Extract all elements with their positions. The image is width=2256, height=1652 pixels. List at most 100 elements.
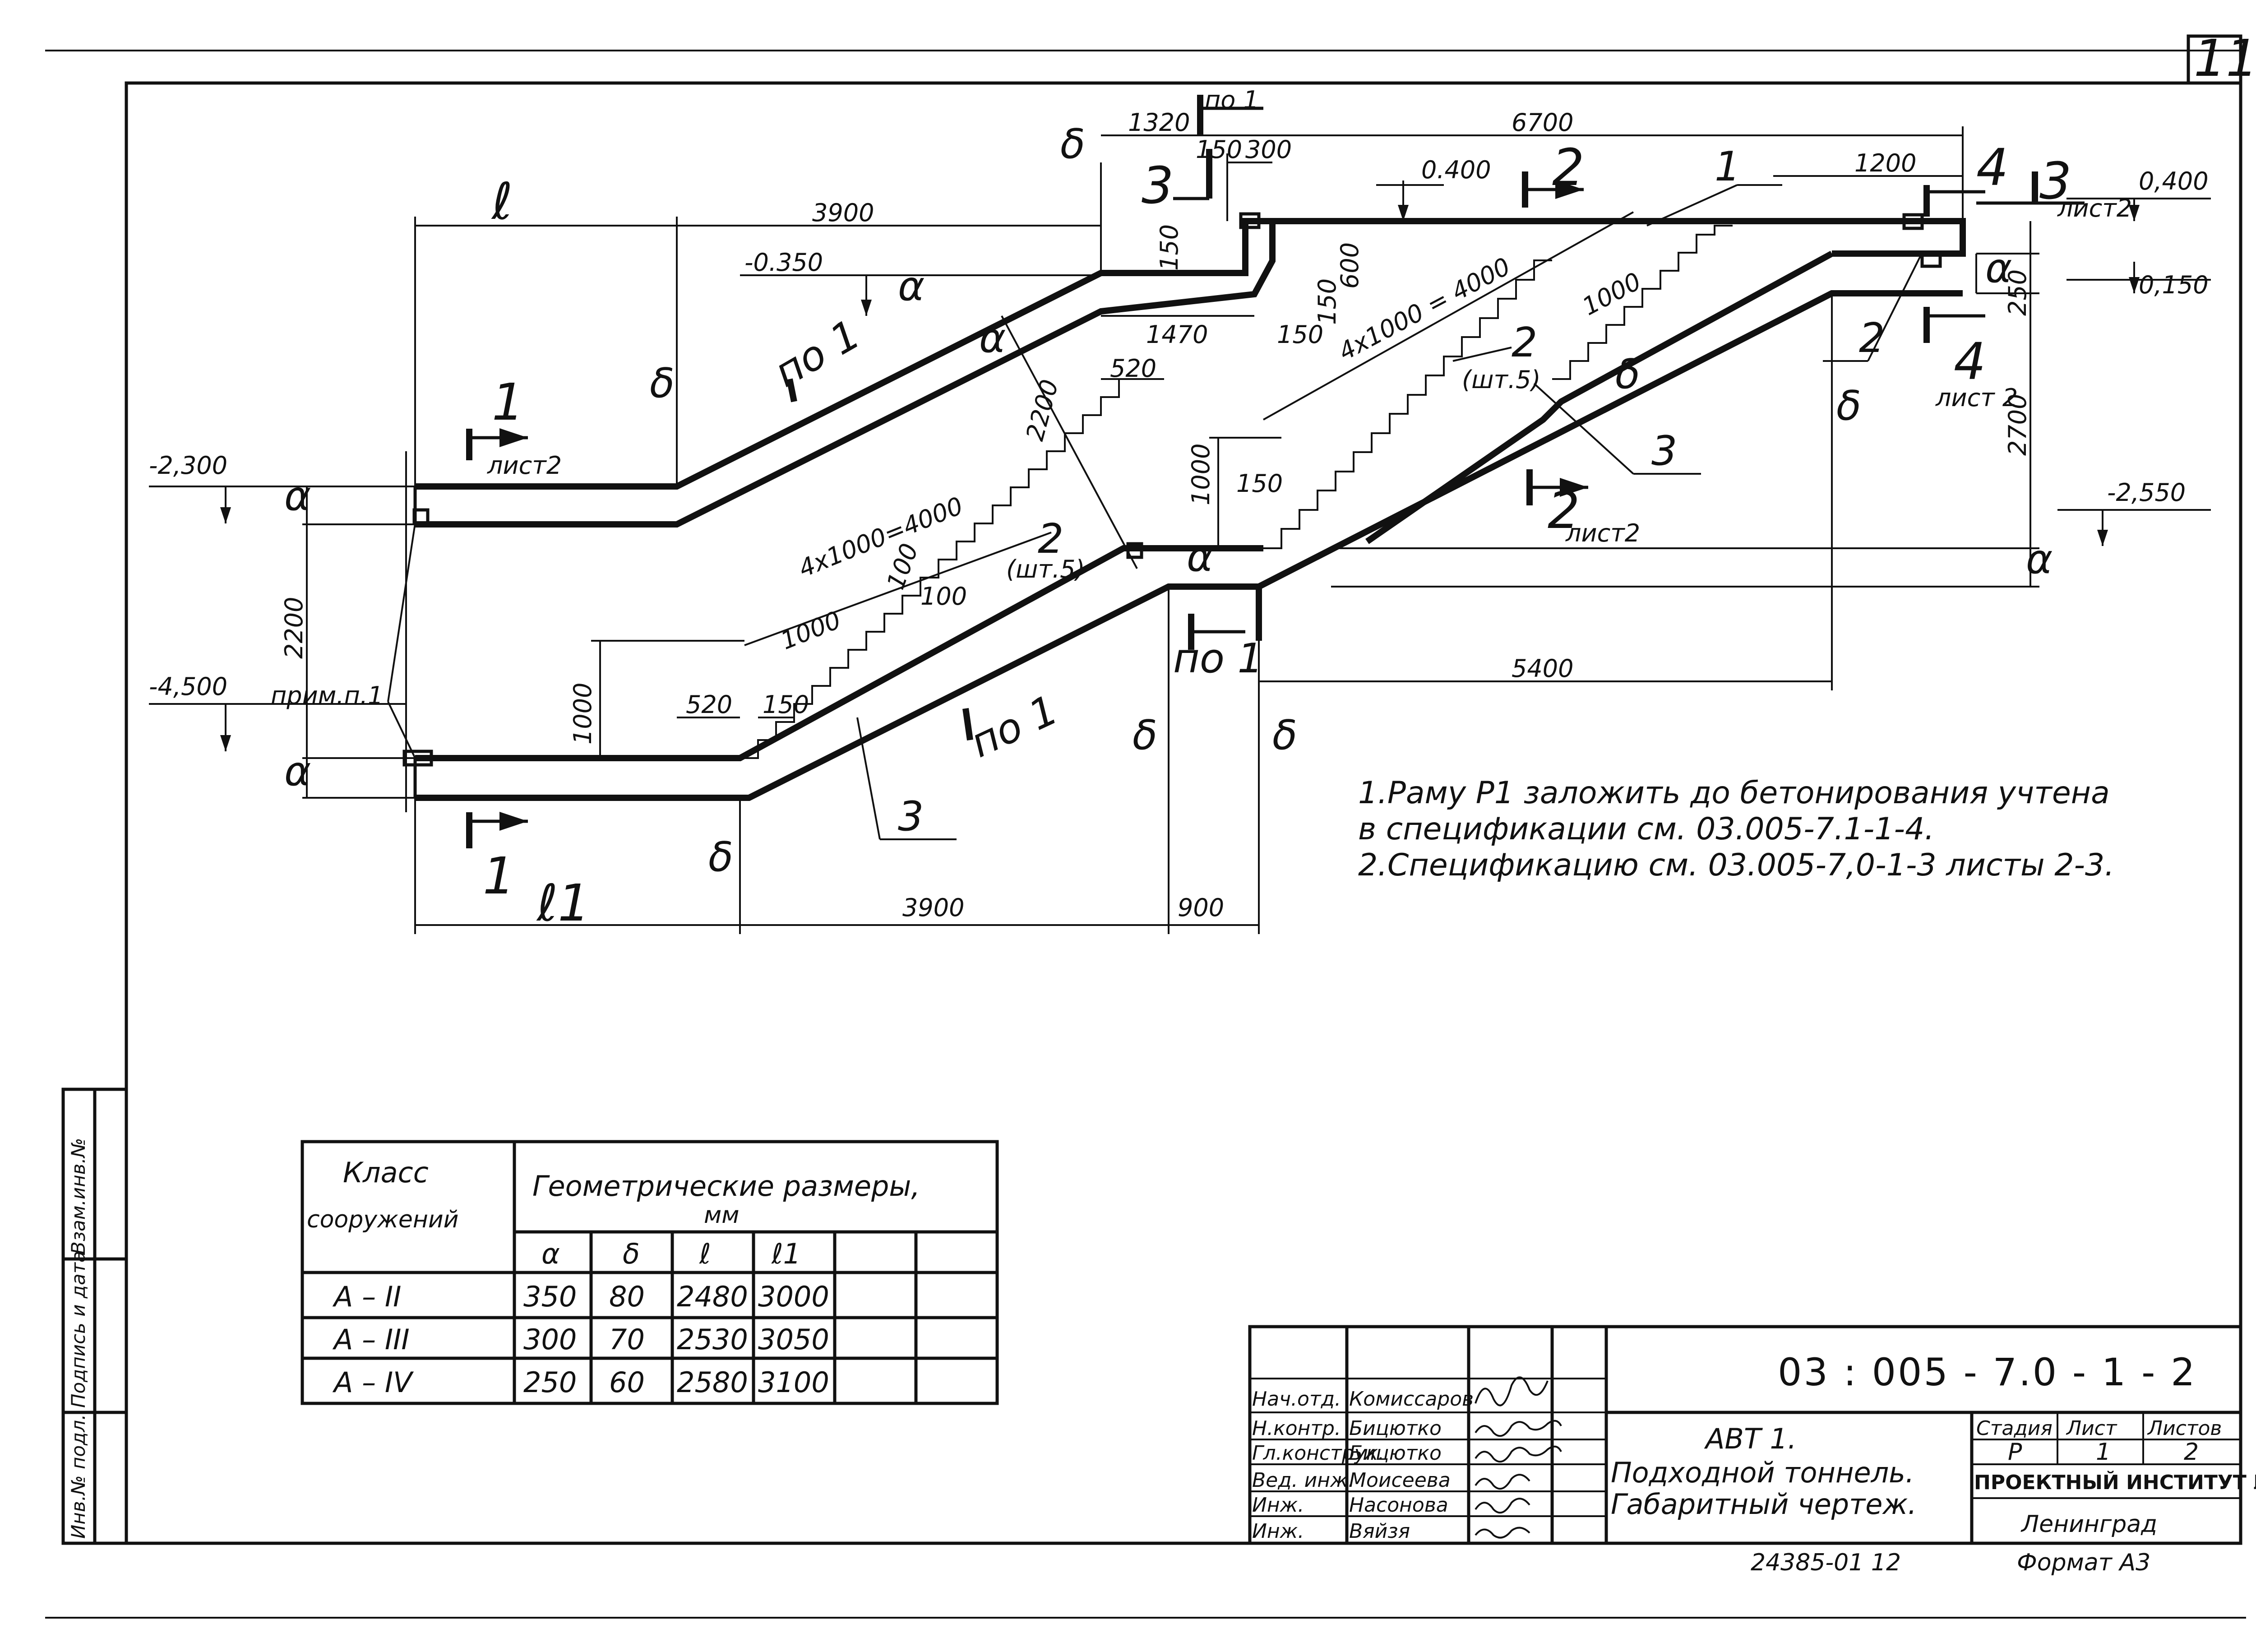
- stamp-city: Ленинград: [2020, 1511, 2157, 1538]
- table-row-2-l: 2530: [677, 1323, 748, 1356]
- callout-1: 1: [1715, 143, 1740, 190]
- stamp-title-3: Габаритный чертеж.: [1611, 1488, 1917, 1521]
- callout-sht5-upper: (шт.5): [1462, 366, 1541, 394]
- dimension-lines: [149, 126, 2211, 934]
- dim-1320: 1320: [1128, 108, 1190, 137]
- alpha-right-bottom: α: [2026, 536, 2053, 583]
- drawing-frame: [45, 34, 2246, 1619]
- elev-m0350: -0.350: [744, 248, 823, 277]
- elev-m2300: -2,300: [149, 451, 227, 480]
- alpha-mid: α: [1187, 533, 1213, 581]
- dim-520-a: 520: [1110, 354, 1156, 383]
- table-row-2-b: 70: [609, 1323, 645, 1356]
- po1-diag-top: по 1: [767, 310, 869, 397]
- dim-150-d: 150: [1313, 278, 1341, 325]
- dim-150-c: 150: [1277, 320, 1323, 349]
- dim-900: 900: [1178, 893, 1224, 922]
- tunnel-outline: [402, 212, 1966, 812]
- dim-4x1000-lower: 4x1000=4000: [795, 491, 967, 583]
- table-col-l: ℓ: [699, 1237, 711, 1270]
- dim-1470: 1470: [1146, 320, 1208, 349]
- table-col-l1: ℓ1: [771, 1237, 801, 1270]
- cut-3-right-sheet: лист2: [2057, 194, 2132, 222]
- stamp-name-1: Комиссаров: [1349, 1388, 1474, 1411]
- side-label-vzam: Взам.инв.№: [67, 1138, 89, 1254]
- dim-100-b: 100: [920, 582, 967, 611]
- stamp-sheet: 1: [2096, 1439, 2111, 1466]
- table-row-3-a: 250: [523, 1366, 577, 1399]
- stamp-code: 03 : 005 - 7.0 - 1 - 2: [1778, 1350, 2197, 1394]
- table-col-a: α: [541, 1237, 560, 1270]
- stamp-sheets-label: Листов: [2147, 1417, 2222, 1440]
- dim-150-f: 150: [1236, 469, 1283, 498]
- stamp-title-2: Подходной тоннель.: [1611, 1456, 1914, 1489]
- stamp-format: Формат А3: [2017, 1549, 2150, 1576]
- alpha-left-top: α: [284, 472, 311, 520]
- dim-3900-bottom: 3900: [902, 893, 964, 922]
- dim-l1: ℓ1: [536, 874, 590, 933]
- stamp-role-2: Н.контр.: [1252, 1417, 1341, 1440]
- side-label-inv: Инв.№ подл.: [67, 1414, 89, 1539]
- dim-2700: 2700: [2003, 394, 2032, 456]
- callout-2-lower: 2: [1038, 515, 1063, 563]
- delta-stair: δ: [1615, 351, 1640, 398]
- dim-2200-diag: 2200: [1021, 376, 1064, 444]
- cut-1-top-sheet: лист2: [487, 451, 562, 480]
- stamp-name-4: Моисеева: [1349, 1469, 1451, 1492]
- dim-3900-top: 3900: [812, 199, 874, 227]
- alpha-right-top: α: [1985, 245, 2012, 292]
- table-header-geom: Геометрические размеры,: [532, 1170, 920, 1203]
- stamp-stage-label: Стадия: [1976, 1417, 2053, 1440]
- stamp-name-6: Вяйзя: [1349, 1520, 1410, 1543]
- stamp-name-5: Насонова: [1349, 1494, 1448, 1517]
- stamp-stage: Р: [2008, 1439, 2022, 1466]
- dim-1000-c: 1000: [569, 683, 597, 745]
- alpha-diag: α: [979, 315, 1006, 362]
- sheet-number: 11: [2194, 29, 2256, 88]
- stamp-org: ПРОЕКТНЫЙ ИНСТИТУТ №1: [1974, 1470, 2256, 1494]
- callout-labels: 1 2 2 2 3 3 (шт.5) (шт.5) прим.п.1: [271, 143, 1885, 840]
- callout-prim: прим.п.1: [271, 681, 383, 710]
- cut-2-top: 2: [1552, 139, 1584, 197]
- po1-mid: по 1: [1173, 635, 1263, 682]
- delta-top-left: δ: [650, 360, 675, 407]
- table-header-class-2: сооружений: [307, 1206, 458, 1233]
- dim-l: ℓ: [491, 172, 513, 231]
- geometry-table: [300, 1140, 999, 1405]
- table-header-class: Класс: [343, 1156, 429, 1189]
- alpha-top: α: [898, 263, 925, 310]
- table-row-2-l1: 3050: [758, 1323, 829, 1356]
- dim-5400: 5400: [1512, 654, 1573, 683]
- elev-m4500: -4,500: [149, 672, 227, 701]
- cut-3-right: 3: [2039, 152, 2071, 211]
- dim-300: 300: [1245, 135, 1292, 164]
- stamp-role-5: Инж.: [1252, 1494, 1304, 1517]
- elev-m2550: -2,550: [2107, 478, 2186, 507]
- elev-0150: 0,150: [2139, 271, 2209, 299]
- delta-bottom-left: δ: [708, 833, 733, 881]
- table-col-b: δ: [623, 1237, 640, 1270]
- stamp-name-3: Бицютко: [1349, 1442, 1442, 1465]
- delta-bottom-right: δ: [1272, 712, 1297, 759]
- table-row-1-b: 80: [609, 1280, 645, 1313]
- stamp-role-1: Нач.отд.: [1252, 1388, 1341, 1411]
- callout-sht5-lower: (шт.5): [1006, 555, 1085, 583]
- side-label-sign: Подпись и дата: [67, 1251, 89, 1408]
- stamp-role-3: Гл.конструк.: [1252, 1442, 1384, 1465]
- table-row-3-b: 60: [609, 1366, 645, 1399]
- dim-1000-d: 1000: [1187, 444, 1215, 505]
- table-row-1-l: 2480: [677, 1280, 748, 1313]
- table-row-1-class: А – II: [332, 1280, 401, 1313]
- dim-150-b: 150: [1155, 224, 1183, 271]
- note-1-cont: в спецификации см. 03.005-7.1-1-4.: [1358, 811, 1934, 847]
- alpha-left-bottom: α: [284, 748, 311, 795]
- dim-6700: 6700: [1512, 108, 1573, 137]
- stamp-sheet-label: Лист: [2066, 1417, 2117, 1440]
- cut-3: 3: [1142, 157, 1174, 215]
- cut-2-mid: 2: [1548, 481, 1580, 540]
- signature-scribbles: [1475, 1376, 1562, 1539]
- po1-top: по 1: [1205, 86, 1259, 114]
- stamp-sheets: 2: [2184, 1439, 2199, 1466]
- elev-0400-b: 0,400: [2139, 167, 2209, 195]
